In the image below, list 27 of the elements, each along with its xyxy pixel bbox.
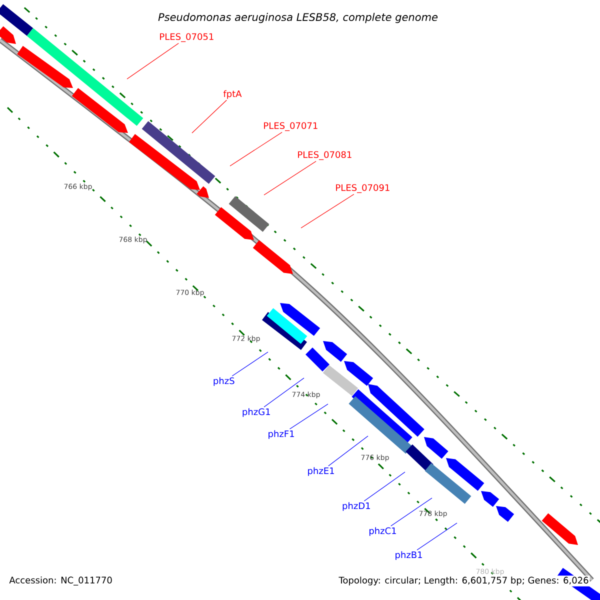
leader-line <box>390 498 432 526</box>
gene-label: phzG1 <box>242 408 270 417</box>
gene-label: phzB1 <box>396 551 422 560</box>
gene-label: phzD1 <box>342 502 370 511</box>
leader-line <box>328 436 368 466</box>
gene-label: fptA <box>223 90 242 99</box>
title: Pseudomonas aeruginosa LESB58, complete genome <box>158 12 438 24</box>
leader-line <box>264 160 316 196</box>
gene-label: PLES_07071 <box>264 122 318 131</box>
gene-label: PLES_07051 <box>160 33 214 42</box>
leader-line <box>230 132 282 166</box>
genome-info-text: Topology: circular; Length: 6,601,757 bp; Genes: 6,026 <box>338 576 590 586</box>
leader-line <box>232 352 268 376</box>
leader-line <box>264 378 304 408</box>
gene-label: PLES_07081 <box>298 151 352 160</box>
accession-text: Accession: NC_011770 <box>8 576 114 586</box>
leader-line <box>192 100 227 134</box>
leader-line <box>364 472 406 502</box>
leader-line <box>416 522 458 550</box>
gene-label: phzC1 <box>369 527 396 536</box>
leader-line <box>300 194 354 228</box>
leader-line <box>126 42 179 80</box>
leader-line <box>289 404 328 430</box>
gene-label: phzF1 <box>268 430 294 439</box>
gene-label: phzS <box>214 377 234 386</box>
gene-label: phzE1 <box>308 467 334 476</box>
gene-label: PLES_07091 <box>336 184 390 193</box>
